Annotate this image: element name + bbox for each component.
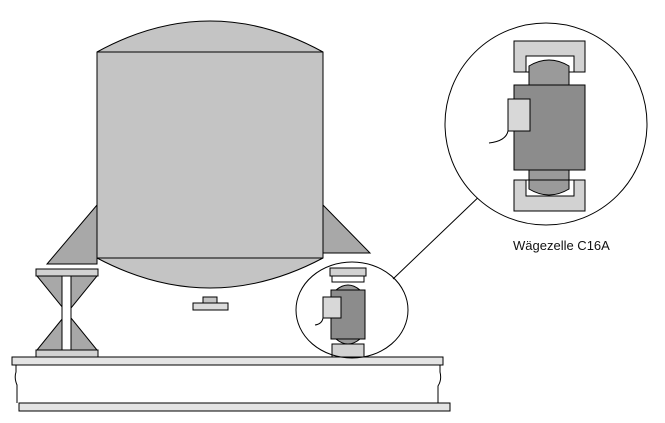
load-cell-small <box>322 267 367 358</box>
load-cell-cable <box>314 317 324 326</box>
vessel <box>96 20 324 311</box>
foundation <box>11 356 451 412</box>
vessel-leg-left <box>45 203 98 265</box>
vessel-leg-right <box>322 203 372 254</box>
load-cell-caption: Wägezelle C16A <box>513 238 610 253</box>
detail-highlight-circle <box>295 261 409 359</box>
load-cell-magnified <box>488 40 586 212</box>
fixed-support <box>35 268 99 358</box>
detail-connector-line <box>392 189 487 280</box>
